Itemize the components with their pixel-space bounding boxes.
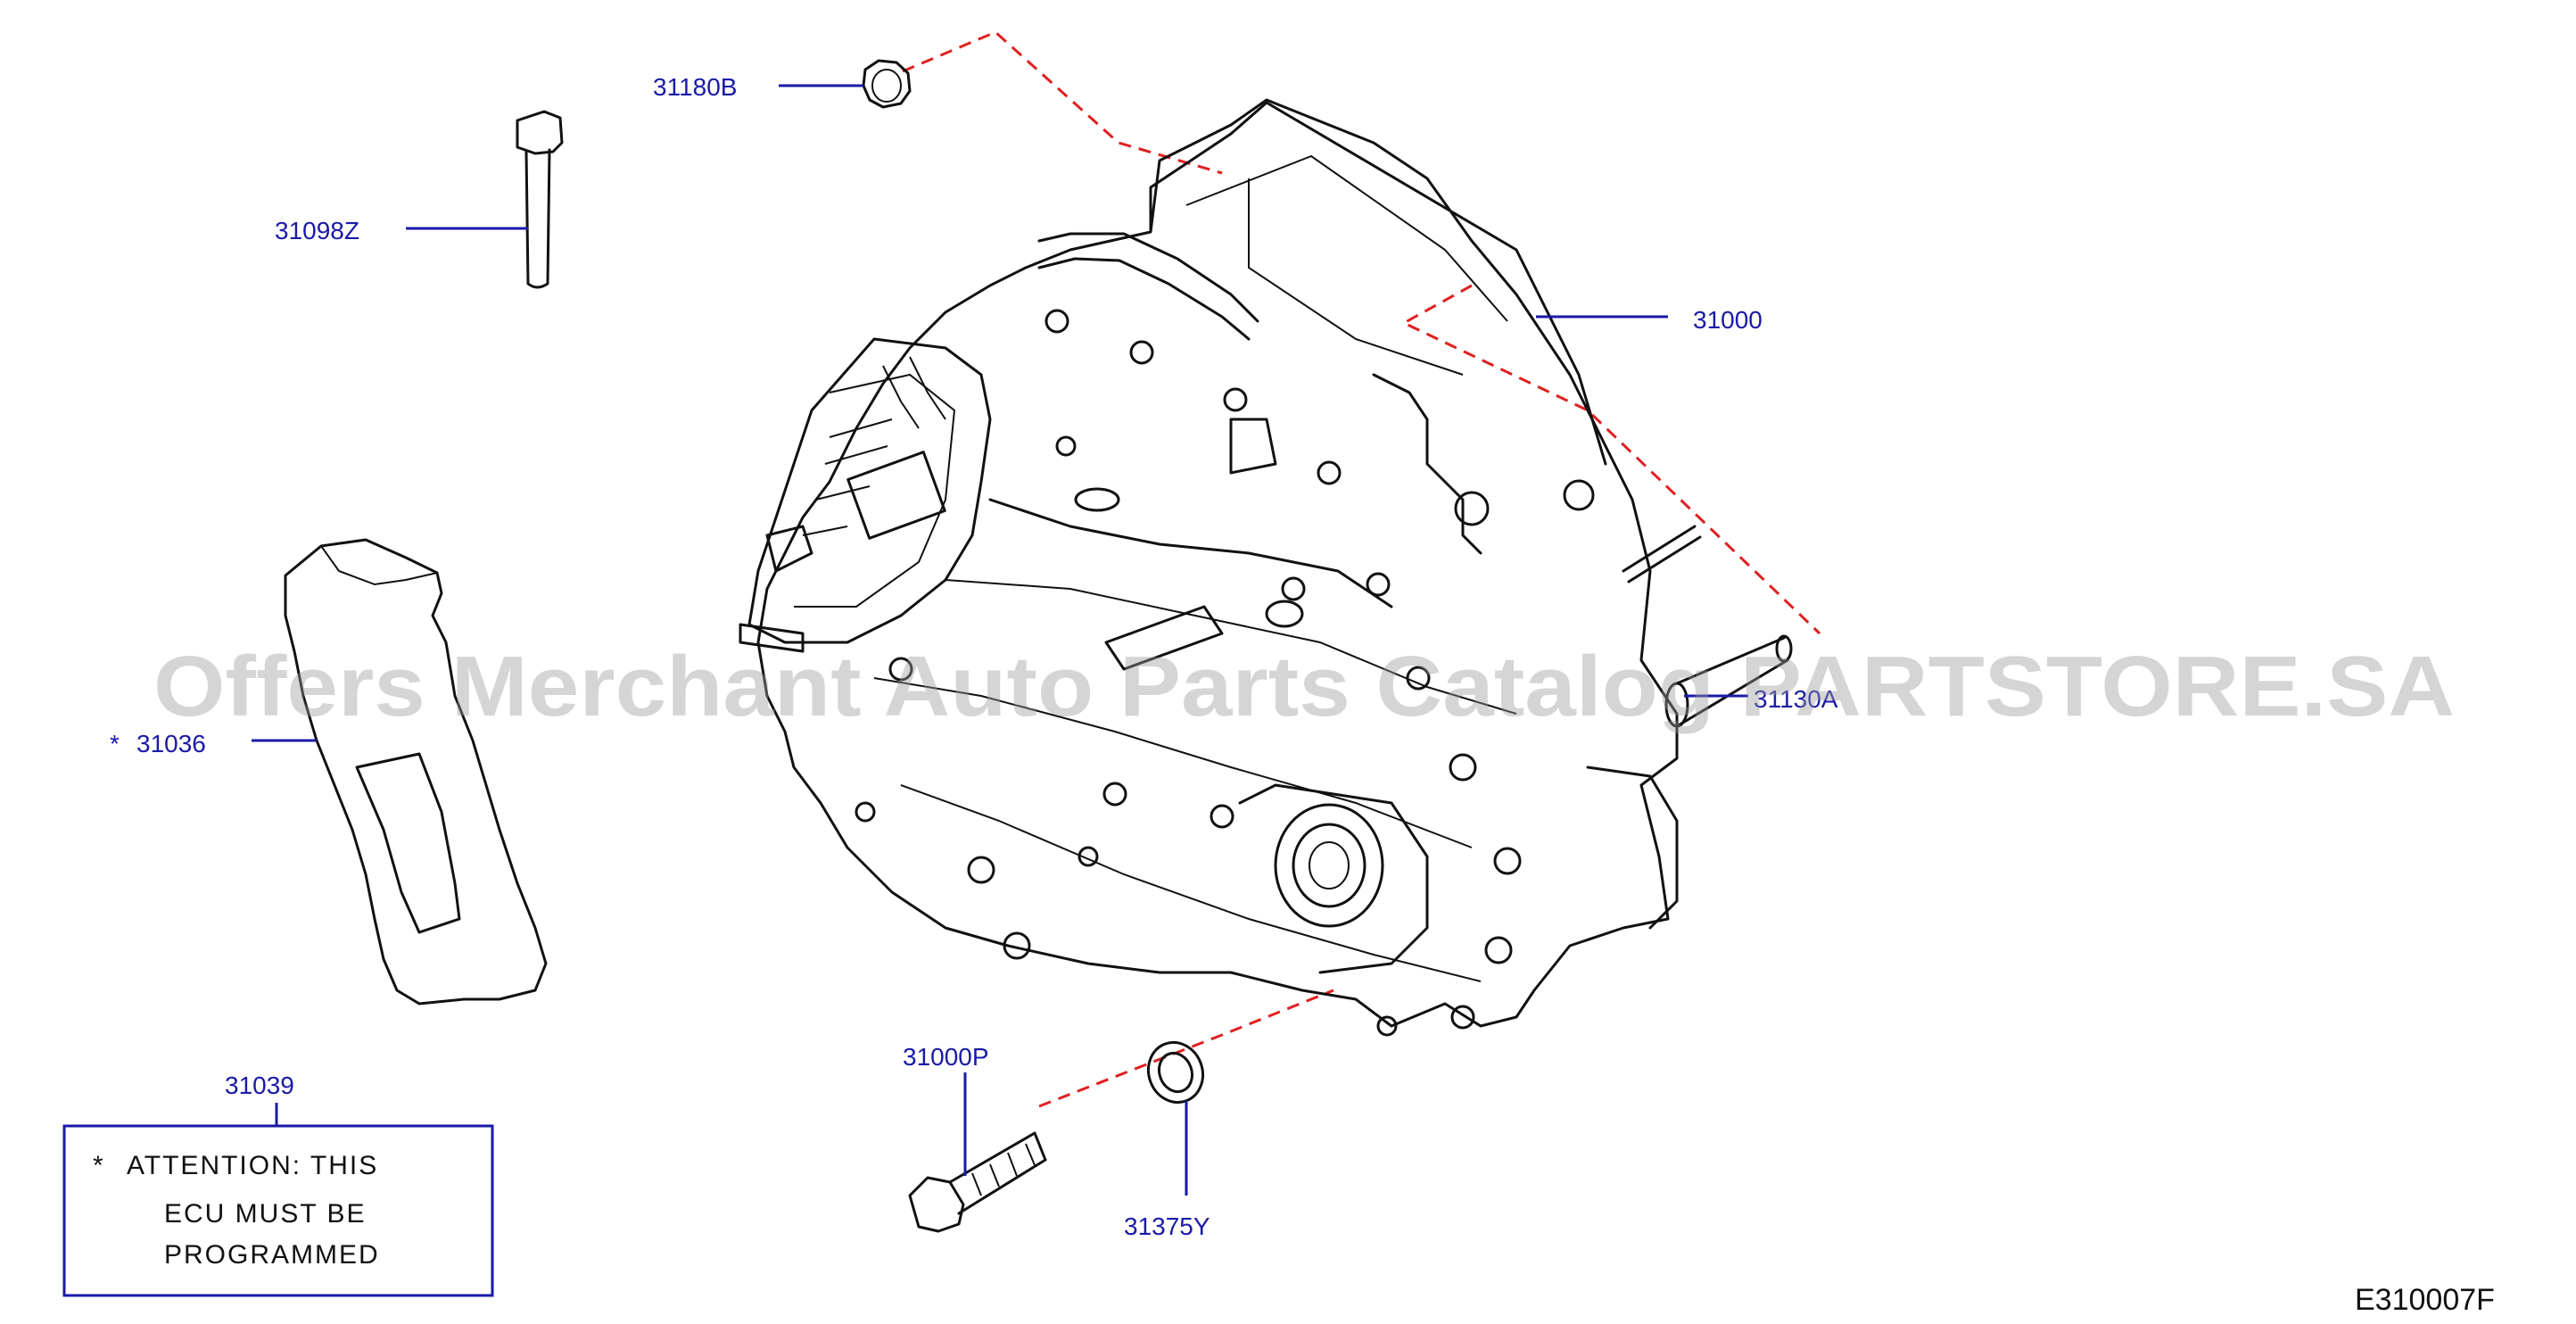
dashed-guide-lines [902,30,1821,1108]
callout-31036: 31036 [136,730,206,757]
bolt-31098z [516,110,564,289]
leader-lines [252,84,1748,1196]
attention-line-2: ECU MUST BE [164,1199,366,1229]
watermark-text: Offers Merchant Auto Parts Catalog PARTS… [153,639,2455,734]
callout-31000: 31000 [1693,306,1763,334]
attention-line-3: PROGRAMMED [164,1240,380,1270]
nut-31180b [862,59,912,109]
diagram-reference-code: E310007F [2355,1283,2495,1317]
callout-31000p: 31000P [903,1043,989,1071]
callout-31036-marker: * [110,730,120,757]
callout-31039: 31039 [225,1072,294,1099]
ecu-cover-31036 [284,538,548,1005]
attention-note: * ATTENTION: THIS ECU MUST BE PROGRAMMED [62,1124,494,1297]
bolt-31000p [908,1131,1047,1233]
control-valve-unit [739,337,992,653]
attention-note-box [62,1124,494,1297]
plug-31130a [1664,634,1793,728]
transmission-assembly [756,98,1702,1037]
attention-star: * [93,1151,105,1180]
callout-31375y: 31375Y [1124,1212,1210,1240]
callout-31130a: 31130A [1754,685,1838,713]
callout-31180b: 31180B [653,73,737,101]
callout-labels: 31180B 31098Z 31000 * 31036 31130A 31039… [110,73,1838,1240]
washer-31375y [1147,1040,1204,1105]
callout-31098z: 31098Z [275,217,359,244]
housing-bolts [855,309,1522,1037]
attention-line-1: ATTENTION: THIS [127,1151,378,1180]
